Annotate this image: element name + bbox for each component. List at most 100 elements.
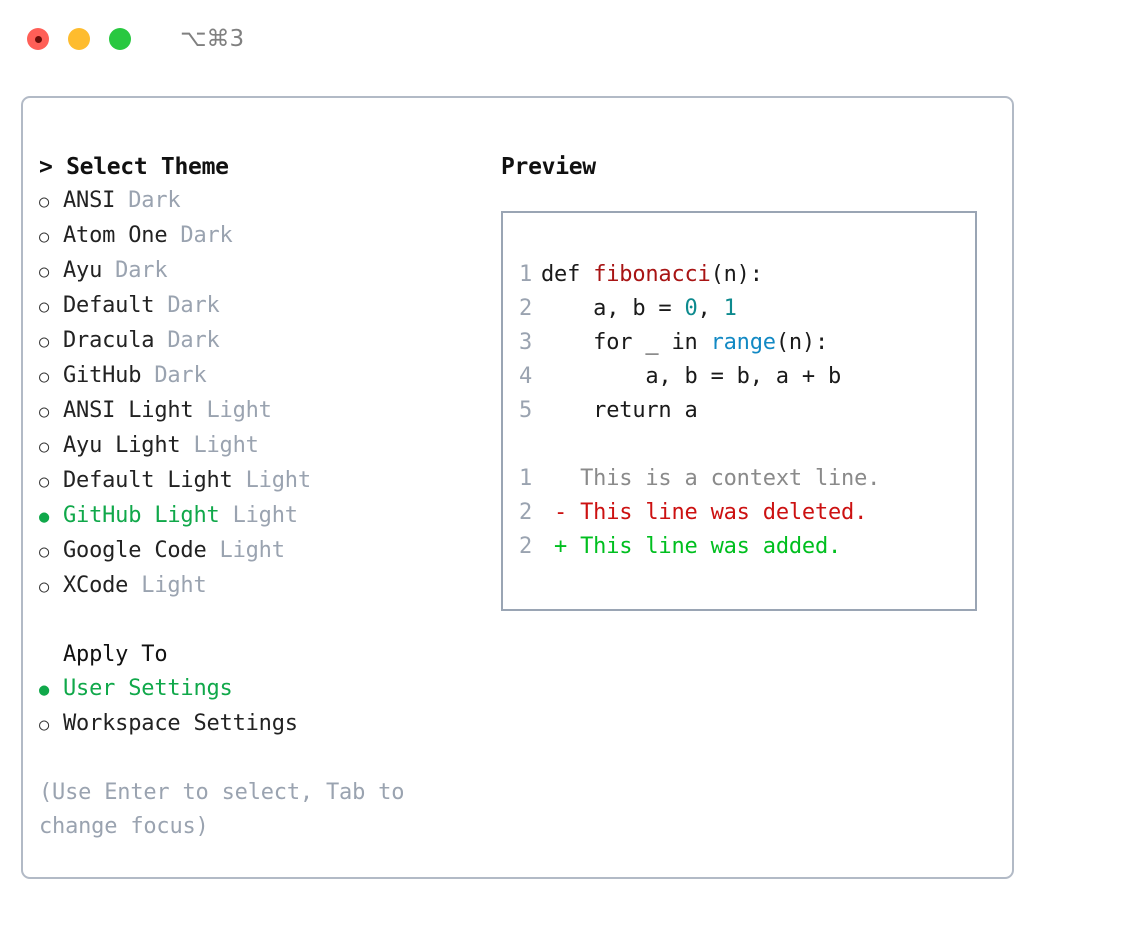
radio-unselected-icon: ○ xyxy=(39,437,50,457)
theme-option-row[interactable]: ○GitHub Dark xyxy=(39,359,489,394)
diff-line-deleted: 2 - This line was deleted. xyxy=(503,496,975,530)
theme-option-row[interactable]: ○XCode Light xyxy=(39,569,489,604)
theme-option-row[interactable]: ○ ANSI Dark xyxy=(39,184,489,219)
code-line: 3 for _ in range(n): xyxy=(503,326,975,360)
radio-unselected-icon: ○ xyxy=(39,192,50,212)
code-line-text: return a xyxy=(541,394,698,428)
code-line-text: def fibonacci(n): xyxy=(541,258,763,292)
code-token-plain: , xyxy=(697,296,724,321)
theme-variant-label: Light xyxy=(180,433,259,458)
spacer xyxy=(503,428,975,462)
theme-name: GitHub xyxy=(63,363,142,388)
theme-option-row[interactable]: ○ Atom One Dark xyxy=(39,219,489,254)
code-line-text: for _ in range(n): xyxy=(541,326,828,360)
theme-variant-label: Dark xyxy=(115,188,181,213)
apply-to-label: Workspace Settings xyxy=(63,711,298,736)
apply-to-option-row[interactable]: ○ Workspace Settings xyxy=(39,707,489,742)
theme-option-row[interactable]: ○ Google Code Light xyxy=(39,534,489,569)
close-window-button[interactable] xyxy=(27,28,49,50)
theme-name: Default xyxy=(63,293,155,318)
code-token-plain: a, b = b, a + b xyxy=(541,364,842,389)
diff-marker: + xyxy=(541,534,568,559)
radio-unselected-icon: ○ xyxy=(39,262,50,282)
apply-to-label: User Settings xyxy=(63,676,233,701)
theme-selector-column: > Select Theme ○ANSI Dark○Atom One Dark○… xyxy=(39,150,489,844)
code-token-builtin: range xyxy=(710,330,776,355)
theme-name: Dracula xyxy=(63,328,155,353)
theme-option-row[interactable]: ○ Default Dark xyxy=(39,289,489,324)
keyboard-hint-text: (Use Enter to select, Tab to change focu… xyxy=(39,780,405,839)
theme-option-row[interactable]: ○ ANSI Light Light xyxy=(39,394,489,429)
theme-variant-label: Dark xyxy=(102,258,168,283)
theme-option-row[interactable]: ○Default Light Light xyxy=(39,464,489,499)
diff-marker: - xyxy=(541,500,568,525)
radio-unselected-icon: ○ xyxy=(39,542,50,562)
code-token-func: fibonacci xyxy=(593,262,711,287)
theme-variant-label: Light xyxy=(206,538,285,563)
line-number: 2 xyxy=(518,296,532,321)
apply-to-option-row[interactable]: ● User Settings xyxy=(39,672,489,707)
diff-line-text: This line was added. xyxy=(567,534,842,559)
apply-to-header: Apply To xyxy=(63,642,168,667)
keyboard-shortcut-label: ⌥⌘3 xyxy=(180,25,245,52)
code-line-text: a, b = 0, 1 xyxy=(541,292,737,326)
code-line: 5 return a xyxy=(503,394,975,428)
theme-name: Google Code xyxy=(63,538,207,563)
theme-list: ○ANSI Dark○Atom One Dark○Ayu Dark○Defaul… xyxy=(39,184,489,604)
theme-variant-label: Light xyxy=(193,398,272,423)
code-line: 2 a, b = 0, 1 xyxy=(503,292,975,326)
diff-line-text: This is a context line. xyxy=(567,466,881,491)
title-bar: ⌥⌘3 xyxy=(0,0,1140,78)
apply-to-list: ● User Settings ○ Workspace Settings xyxy=(39,672,489,742)
code-token-plain: def xyxy=(541,262,594,287)
theme-option-row[interactable]: ○Ayu Light Light xyxy=(39,429,489,464)
line-number: 2 xyxy=(518,500,532,525)
theme-name: ANSI xyxy=(63,188,116,213)
select-theme-header: > Select Theme xyxy=(39,154,229,180)
code-token-plain: a, b = xyxy=(541,296,685,321)
radio-unselected-icon: ○ xyxy=(39,472,50,492)
diff-line-text: This line was deleted. xyxy=(567,500,868,525)
theme-name: XCode xyxy=(63,573,129,598)
main-panel: > Select Theme ○ANSI Dark○Atom One Dark○… xyxy=(21,96,1014,879)
theme-variant-label: Dark xyxy=(154,328,220,353)
diff-line-context: 1 This is a context line. xyxy=(503,462,975,496)
theme-variant-label: Dark xyxy=(167,223,233,248)
line-number: 5 xyxy=(518,398,532,423)
theme-variant-label: Dark xyxy=(154,293,220,318)
code-line: 4 a, b = b, a + b xyxy=(503,360,975,394)
theme-option-row[interactable]: ○Dracula Dark xyxy=(39,324,489,359)
preview-header: Preview xyxy=(501,154,596,180)
line-number: 1 xyxy=(518,466,532,491)
radio-unselected-icon: ○ xyxy=(39,297,50,317)
theme-name: ANSI Light xyxy=(63,398,194,423)
code-token-plain: return a xyxy=(541,398,698,423)
theme-variant-label: Light xyxy=(219,503,298,528)
diff-sample: 1 This is a context line.2 - This line w… xyxy=(503,462,975,564)
radio-unselected-icon: ○ xyxy=(39,402,50,422)
diff-line-added: 2 + This line was added. xyxy=(503,530,975,564)
theme-name: GitHub Light xyxy=(63,503,220,528)
theme-option-row[interactable]: ●GitHub Light Light xyxy=(39,499,489,534)
maximize-window-button[interactable] xyxy=(109,28,131,50)
code-token-plain: for _ in xyxy=(541,330,711,355)
diff-marker xyxy=(541,462,567,496)
minimize-window-button[interactable] xyxy=(68,28,90,50)
code-token-num: 1 xyxy=(723,296,737,321)
radio-unselected-icon: ○ xyxy=(39,715,50,735)
radio-unselected-icon: ○ xyxy=(39,227,50,247)
code-token-plain: (n): xyxy=(775,330,829,355)
code-line-text: a, b = b, a + b xyxy=(541,360,841,394)
theme-option-row[interactable]: ○ Ayu Dark xyxy=(39,254,489,289)
theme-name: Atom One xyxy=(63,223,168,248)
traffic-light-buttons xyxy=(27,28,131,50)
radio-selected-icon: ● xyxy=(39,680,50,700)
code-token-num: 0 xyxy=(684,296,698,321)
line-number: 1 xyxy=(518,262,532,287)
radio-unselected-icon: ○ xyxy=(39,577,50,597)
theme-name: Ayu xyxy=(63,258,103,283)
